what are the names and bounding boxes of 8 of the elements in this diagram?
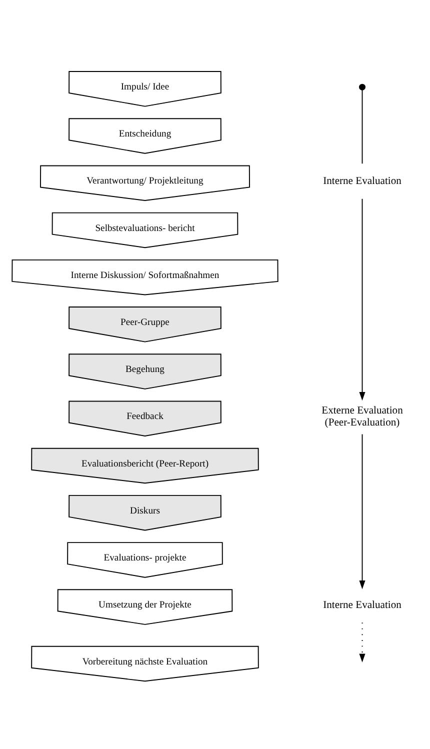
- node-circle: [359, 84, 366, 90]
- node-text: Interne Evaluation: [323, 176, 402, 187]
- arrow: [359, 434, 366, 590]
- node-text: Externe Evaluation (Peer-Evaluation): [322, 406, 403, 428]
- arrow: [359, 622, 366, 662]
- connector: [362, 89, 363, 164]
- arrow: [359, 198, 366, 401]
- node-text: Interne Evaluation: [323, 600, 402, 611]
